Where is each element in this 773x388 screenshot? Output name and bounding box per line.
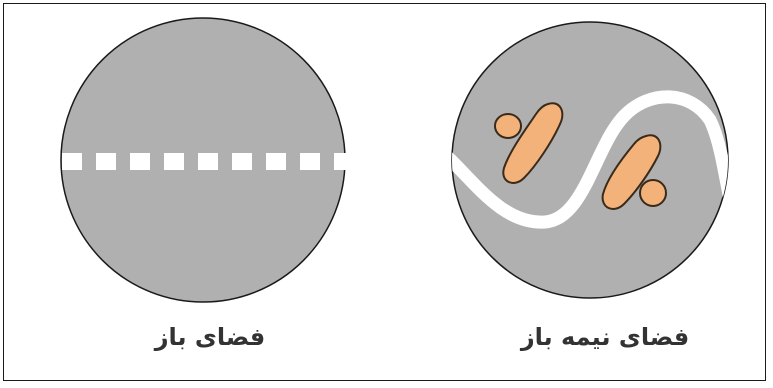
small-blob-bottom xyxy=(640,180,666,206)
open-space-panel xyxy=(61,18,346,302)
semi-open-space-circle xyxy=(452,22,728,298)
semi-open-space-panel xyxy=(440,22,730,298)
small-blob-top xyxy=(495,114,521,138)
semi-open-space-caption: فضای نیمه باز xyxy=(505,323,705,351)
open-space-caption: فضای باز xyxy=(130,323,290,351)
dashed-path xyxy=(62,153,346,170)
